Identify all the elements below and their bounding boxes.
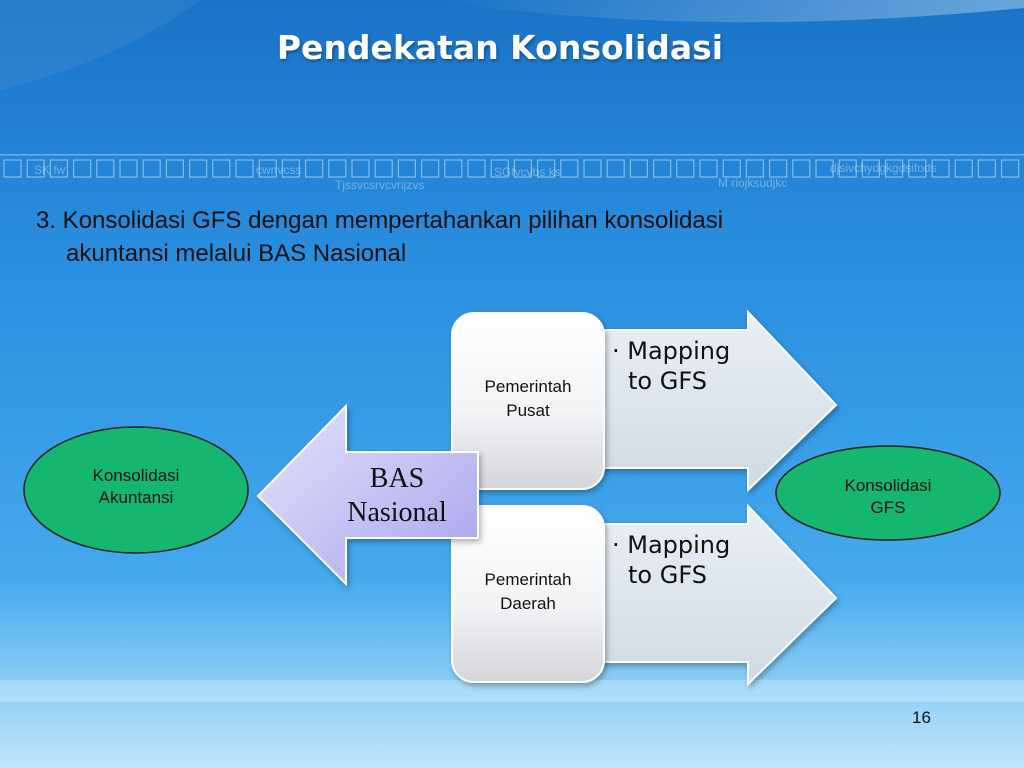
ellipse-konsolidasi-gfs <box>775 445 1001 541</box>
box-pemerintah-pusat <box>451 312 605 490</box>
ellipse-konsolidasi-akuntansi <box>23 426 249 554</box>
top-swoosh <box>430 0 1024 23</box>
box-label-pusat: Pemerintah Pusat <box>484 377 572 420</box>
ghost-text: Tjssvcsrvcvrijzvs <box>335 178 425 192</box>
ghost-text: djsivchydgkgdsifods <box>830 161 937 175</box>
ghost-text: SK fw <box>34 163 66 177</box>
box-label-daerah: Pemerintah Daerah <box>484 570 572 613</box>
square-strip <box>0 154 1024 178</box>
ghost-text: cwnvcss <box>256 163 302 177</box>
bas-arrow <box>256 403 479 587</box>
right-node-label: Konsolidasi GFS <box>844 476 932 517</box>
body-text: 3. Konsolidasi GFS dengan mempertahankan… <box>36 204 916 270</box>
body-line: 3. Konsolidasi GFS dengan mempertahankan… <box>36 207 724 234</box>
left-node-label: Konsolidasi Akuntansi <box>92 466 180 507</box>
bas-label: BAS Nasional <box>347 463 447 528</box>
ghost-text: SGfvcvbs ks <box>494 165 561 179</box>
box-pemerintah-daerah <box>451 505 605 683</box>
body-line: akuntansi melalui BAS Nasional <box>66 240 407 267</box>
bottom-band <box>0 680 1024 702</box>
mapping-bullet-daerah: · Mapping to GFS <box>612 531 731 589</box>
ghost-text: M riojksudjkc <box>718 176 788 190</box>
page-number: 16 <box>912 708 931 727</box>
mapping-bullet-pusat: · Mapping to GFS <box>612 337 731 395</box>
slide-title: Pendekatan Konsolidasi <box>276 28 724 67</box>
